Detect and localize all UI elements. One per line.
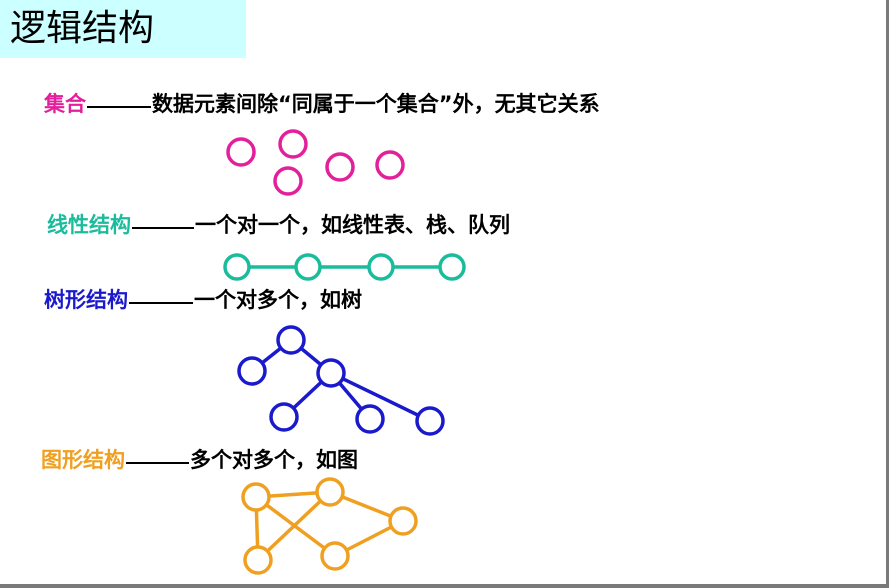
set-row: 集合 数据元素间除“同属于一个集合”外，无其它关系 — [44, 90, 600, 118]
tree-diagram — [237, 325, 445, 436]
set-node — [325, 152, 355, 182]
frame-right-border — [886, 0, 889, 588]
linear-dash — [132, 227, 194, 229]
tree-node — [316, 358, 346, 388]
tree-node — [355, 404, 385, 434]
graph-description: 多个对多个，如图 — [190, 448, 358, 472]
set-term: 集合 — [44, 92, 86, 116]
title-box: 逻辑结构 — [0, 0, 246, 58]
graph-row: 图形结构 多个对多个，如图 — [41, 446, 358, 474]
linear-term: 线性结构 — [47, 213, 131, 237]
linear-row: 线性结构 一个对一个，如线性表、栈、队列 — [47, 211, 510, 239]
graph-node — [241, 482, 271, 512]
set-description: 数据元素间除“同属于一个集合”外，无其它关系 — [152, 92, 600, 116]
graph-dash — [126, 462, 189, 464]
graph-node — [315, 477, 345, 507]
graph-term: 图形结构 — [41, 448, 125, 472]
graph-node — [243, 545, 273, 575]
graph-node — [320, 541, 350, 571]
graph-node — [388, 506, 418, 536]
linear-description: 一个对一个，如线性表、栈、队列 — [195, 213, 510, 237]
linear-node — [294, 253, 322, 281]
set-node — [278, 129, 308, 159]
linear-node — [223, 253, 251, 281]
tree-node — [276, 325, 306, 355]
tree-node — [237, 356, 267, 386]
set-diagram — [226, 129, 405, 196]
set-dash — [87, 106, 151, 108]
linear-diagram — [223, 253, 466, 281]
frame-bottom-border — [0, 584, 889, 588]
tree-edge — [330, 371, 431, 423]
linear-node — [438, 253, 466, 281]
tree-description: 一个对多个，如树 — [194, 288, 362, 312]
graph-edge — [256, 490, 332, 562]
page-title: 逻辑结构 — [10, 8, 155, 49]
tree-row: 树形结构 一个对多个，如树 — [44, 286, 362, 314]
set-node — [375, 150, 405, 180]
set-node — [273, 166, 303, 196]
linear-node — [367, 253, 395, 281]
tree-node — [415, 406, 445, 436]
set-node — [226, 137, 256, 167]
tree-dash — [129, 302, 193, 304]
tree-term: 树形结构 — [44, 288, 128, 312]
graph-diagram — [241, 477, 418, 575]
tree-node — [269, 402, 299, 432]
